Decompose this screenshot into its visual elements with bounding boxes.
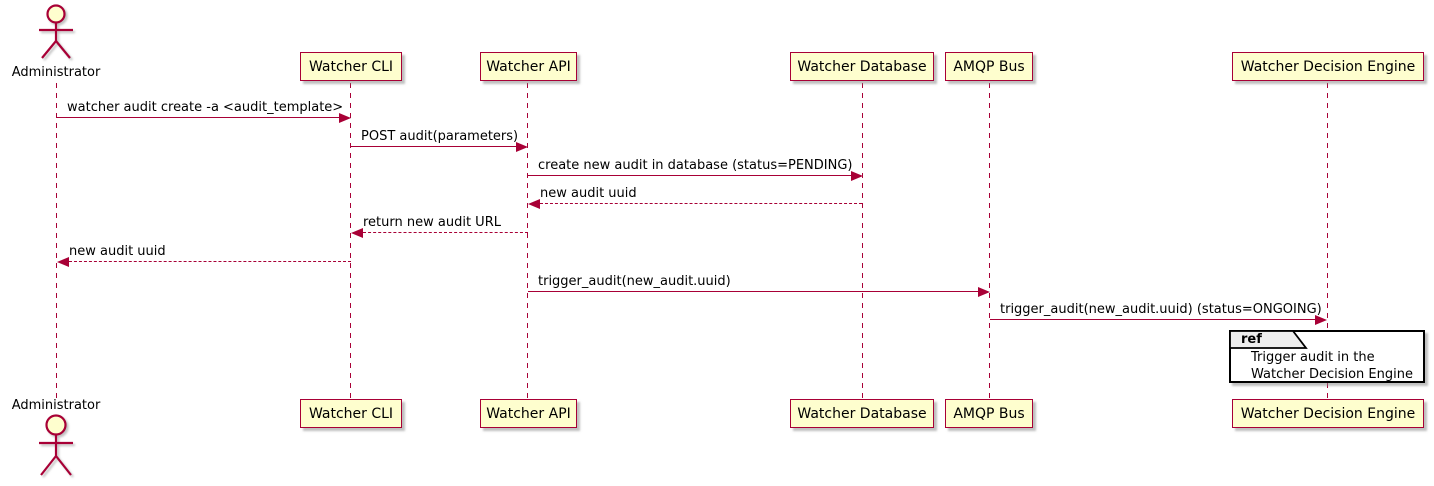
participant-top-watcher-cli: Watcher CLI [300,52,402,81]
lifeline-watcher-cli [350,83,352,399]
participant-label: Watcher Decision Engine [1240,405,1416,422]
arrowhead-icon [978,287,990,297]
participant-top-watcher-api: Watcher API [480,52,577,81]
participant-label: Watcher CLI [308,58,394,75]
message-line [990,319,1315,320]
participant-bottom-watcher-database: Watcher Database [790,399,934,428]
arrowhead-icon [339,113,351,123]
participant-bottom-amqp-bus: AMQP Bus [945,399,1033,428]
stick-figure-icon [39,414,73,476]
arrowhead-icon [516,142,528,152]
actor-figure-icon [36,3,76,65]
stick-figure-icon [39,4,73,59]
message-label: trigger_audit(new_audit.uuid) (status=ON… [1000,302,1322,317]
arrowhead-icon [57,257,69,267]
participant-label: Watcher Database [797,405,927,422]
arrowhead-icon [851,171,863,181]
message-label: new audit uuid [69,244,166,259]
message-label: POST audit(parameters) [361,129,519,144]
arrowhead-icon [351,228,363,238]
message-line [363,232,528,233]
message-label: watcher audit create -a <audit_template> [67,100,344,115]
participant-bottom-watcher-decision-engine: Watcher Decision Engine [1232,399,1424,428]
message-line [540,203,862,204]
arrowhead-icon [1315,315,1327,325]
participant-label: Watcher CLI [308,405,394,422]
participant-label: Watcher Database [797,58,927,75]
participant-label: AMQP Bus [953,58,1025,75]
participant-label: Watcher API [486,405,571,422]
actor-figure-icon [36,413,76,483]
ref-text-line1: Trigger audit in the [1251,350,1375,365]
message-label: create new audit in database (status=PEN… [538,158,853,173]
participant-bottom-watcher-cli: Watcher CLI [300,399,402,428]
ref-text-line2: Watcher Decision Engine [1251,367,1413,382]
lifeline-watcher-database [862,83,864,399]
message-line [528,175,852,176]
message-line [351,146,517,147]
participant-label: Watcher API [486,58,571,75]
lifeline-watcher-decision-engine [1327,83,1329,399]
ref-fragment: ref Trigger audit in the Watcher Decisio… [1229,330,1425,383]
message-line [57,117,340,118]
ref-tab-shape [1229,330,1308,349]
actor-label-top: Administrator [11,65,101,80]
message-label: new audit uuid [540,186,637,201]
ref-text: Trigger audit in the Watcher Decision En… [1251,349,1413,383]
message-label: trigger_audit(new_audit.uuid) [538,274,731,289]
participant-bottom-watcher-api: Watcher API [480,399,577,428]
message-label: return new audit URL [363,215,501,230]
participant-top-watcher-database: Watcher Database [790,52,934,81]
message-line [528,291,978,292]
participant-label: AMQP Bus [953,405,1025,422]
participant-label: Watcher Decision Engine [1240,58,1416,75]
actor-label-bottom: Administrator [11,398,101,413]
arrowhead-icon [528,199,540,209]
ref-keyword: ref [1241,332,1262,347]
participant-top-watcher-decision-engine: Watcher Decision Engine [1232,52,1424,81]
lifeline-amqp-bus [989,83,991,399]
lifeline-administrator [56,83,58,399]
message-line [69,261,351,262]
participant-top-amqp-bus: AMQP Bus [945,52,1033,81]
lifeline-watcher-api [527,83,529,399]
